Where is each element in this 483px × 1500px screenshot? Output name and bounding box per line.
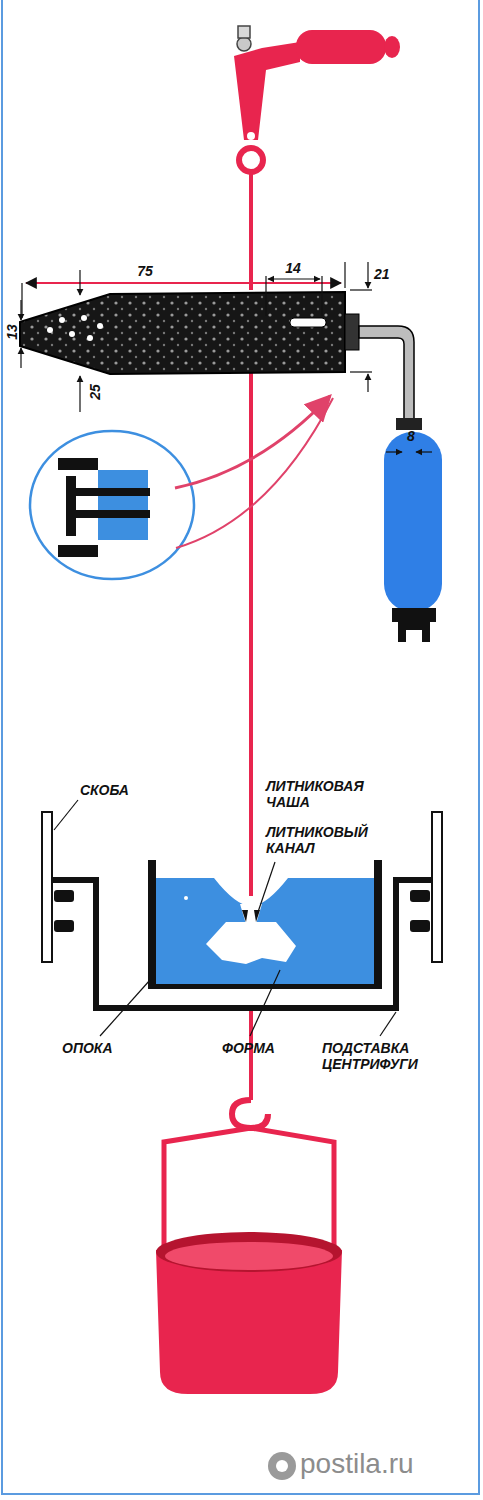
burner — [20, 292, 422, 430]
part-label: ПОДСТАВКА ЦЕНТРИФУГИ — [322, 1040, 472, 1072]
string — [249, 372, 253, 896]
watermark-logo — [268, 1452, 296, 1480]
string — [249, 172, 253, 290]
crank-handle — [234, 26, 400, 172]
dimension: 21 — [374, 266, 400, 282]
dimension: 75 — [128, 263, 162, 279]
part-label: ЛИТНИКОВЫЙ КАНАЛ — [266, 824, 386, 856]
leader-lines — [54, 800, 396, 1036]
dimension: 8 — [404, 428, 418, 444]
part-label: ОПОКА — [62, 1040, 142, 1056]
dimension-lines — [21, 262, 432, 452]
dimension: 25 — [87, 381, 103, 403]
part-label: ФОРМА — [222, 1040, 302, 1056]
part-label: ЛИТНИКОВАЯ ЧАША — [266, 778, 386, 810]
dimension: 14 — [278, 260, 308, 276]
flask-mold — [148, 860, 382, 989]
crucible-bucket — [156, 1100, 342, 1394]
rubber-bulb — [384, 432, 442, 642]
centrifuge-stand — [42, 812, 442, 1008]
dimension: 13 — [4, 322, 20, 342]
detail-inset — [30, 396, 333, 579]
watermark: postila.ru — [300, 1448, 475, 1480]
part-label: СКОБА — [80, 782, 160, 798]
